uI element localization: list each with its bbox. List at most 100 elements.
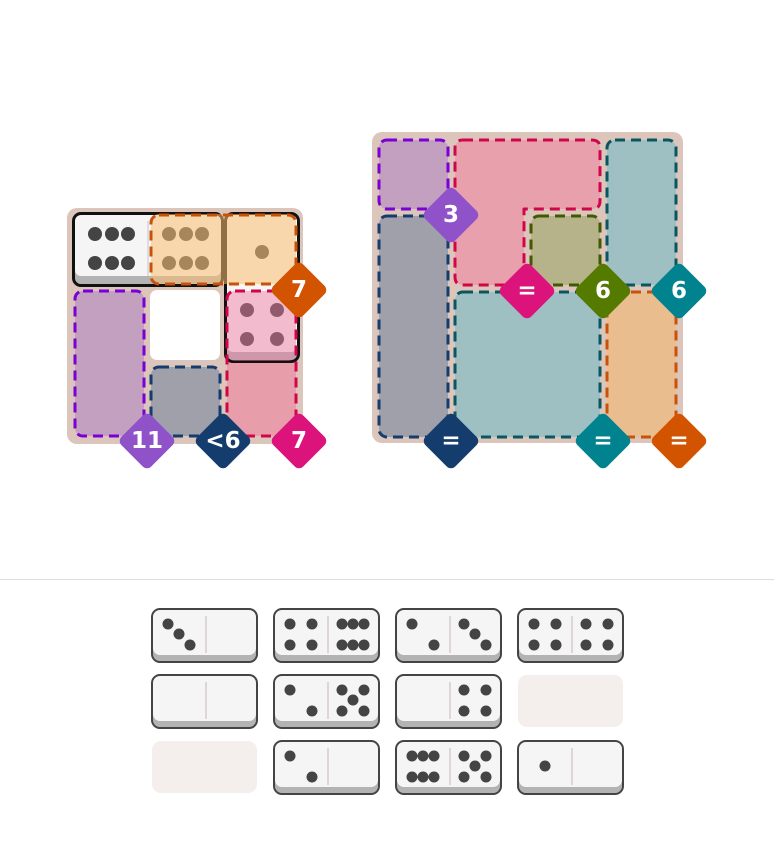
pip: [347, 618, 359, 630]
pip: [358, 639, 370, 651]
constraint-badge-sum: 6: [573, 261, 633, 321]
pip: [480, 771, 492, 783]
pip: [428, 771, 440, 783]
pip: [406, 750, 418, 762]
pip: [358, 705, 370, 717]
pip: [284, 639, 296, 651]
pip: [528, 639, 540, 651]
pip: [469, 628, 481, 640]
pip: [480, 684, 492, 696]
pip: [550, 618, 562, 630]
pip: [239, 302, 254, 317]
pip: [428, 750, 440, 762]
constraint-badge-equal: =: [649, 411, 709, 471]
tray-domino[interactable]: [517, 608, 624, 663]
pip: [336, 618, 348, 630]
domino-half: [149, 215, 221, 278]
domino-divider: [327, 616, 329, 653]
tray-domino[interactable]: [517, 740, 624, 795]
pip: [336, 639, 348, 651]
pip: [458, 771, 470, 783]
domino-half: [205, 610, 257, 656]
placed-domino[interactable]: [72, 212, 224, 287]
tray-domino[interactable]: [395, 674, 502, 729]
domino-half: [519, 610, 571, 656]
pip: [602, 618, 614, 630]
tray-domino[interactable]: [395, 740, 502, 795]
pip: [458, 705, 470, 717]
pip: [194, 226, 209, 241]
pip: [358, 684, 370, 696]
board-cell-empty[interactable]: [150, 290, 220, 360]
constraint-badge-less: <6: [193, 411, 253, 471]
pip: [406, 771, 418, 783]
domino-divider: [147, 221, 149, 276]
pip: [347, 639, 359, 651]
pip: [194, 255, 209, 270]
domino-half: [275, 676, 327, 722]
tray-domino[interactable]: [395, 608, 502, 663]
domino-half: [449, 676, 501, 722]
pip: [255, 245, 269, 260]
domino-half: [397, 742, 449, 788]
domino-divider: [205, 616, 207, 653]
domino-divider: [571, 616, 573, 653]
pip: [162, 618, 174, 630]
constraint-badge-sum: 3: [421, 185, 481, 245]
pip: [417, 771, 429, 783]
domino-half: [449, 610, 501, 656]
tray-domino[interactable]: [273, 740, 380, 795]
domino-divider: [449, 682, 451, 719]
pip: [162, 226, 177, 241]
tray-domino[interactable]: [273, 674, 380, 729]
pip: [480, 750, 492, 762]
empty-tray-slot: [518, 675, 623, 727]
domino-divider: [327, 748, 329, 785]
pip: [184, 639, 196, 651]
tray-domino[interactable]: [151, 674, 258, 729]
pip: [284, 750, 296, 762]
domino-half: [571, 610, 623, 656]
domino-divider: [571, 748, 573, 785]
pip: [347, 694, 359, 706]
pip: [306, 639, 318, 651]
domino-half: [449, 742, 501, 788]
pip: [104, 255, 119, 270]
pip: [239, 331, 254, 346]
pip: [428, 639, 440, 651]
pip: [178, 226, 193, 241]
pip: [458, 684, 470, 696]
pip: [458, 750, 470, 762]
domino-divider: [205, 682, 207, 719]
domino-half: [205, 676, 257, 722]
pip: [480, 705, 492, 717]
pip: [336, 705, 348, 717]
domino-divider: [449, 748, 451, 785]
constraint-badge-sum: 7: [269, 411, 329, 471]
pip: [306, 705, 318, 717]
domino-half: [571, 742, 623, 788]
tray-domino[interactable]: [151, 608, 258, 663]
domino-half: [327, 742, 379, 788]
constraint-badge-equal: =: [497, 261, 557, 321]
pip: [602, 639, 614, 651]
domino-half: [153, 610, 205, 656]
constraint-badge-sum: 6: [649, 261, 709, 321]
pip: [528, 618, 540, 630]
domino-half: [275, 610, 327, 656]
pip: [469, 760, 481, 772]
constraint-badge-sum: 11: [117, 411, 177, 471]
domino-half: [327, 610, 379, 656]
pip: [173, 628, 185, 640]
divider: [0, 579, 774, 580]
pip: [336, 684, 348, 696]
tray-domino[interactable]: [273, 608, 380, 663]
pip: [417, 750, 429, 762]
domino-half: [327, 676, 379, 722]
pip: [306, 771, 318, 783]
pip: [580, 618, 592, 630]
pip: [458, 618, 470, 630]
domino-divider: [327, 682, 329, 719]
domino-divider: [449, 616, 451, 653]
constraint-badge-equal: =: [421, 411, 481, 471]
